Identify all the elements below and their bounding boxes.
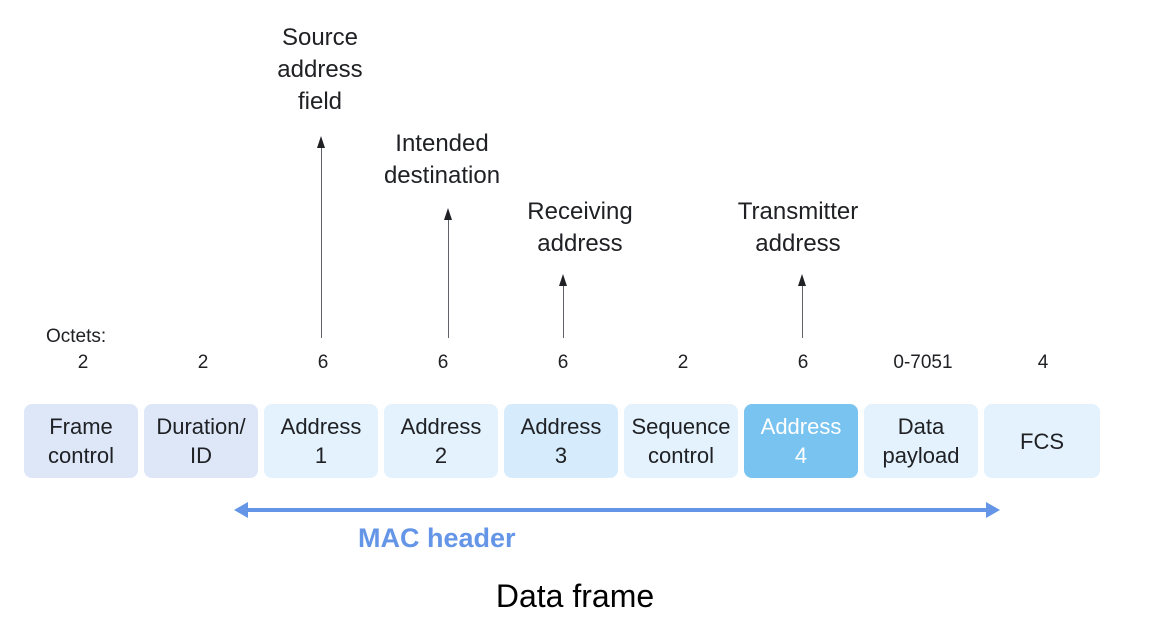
field-duration-id: Duration/ ID <box>144 404 258 478</box>
octet-count: 6 <box>557 352 569 373</box>
octet-count: 2 <box>197 352 209 373</box>
annotation-intended-destination: Intended destination <box>383 130 501 189</box>
arrow-receiving-address <box>563 284 564 338</box>
octet-count: 2 <box>677 352 689 373</box>
octet-count: 2 <box>77 352 89 373</box>
octet-count: 0-7051 <box>893 352 953 373</box>
arrow-head-icon <box>444 208 452 220</box>
annotation-transmitter-address: Transmitter address <box>737 198 859 257</box>
field-sequence-control: Sequence control <box>624 404 738 478</box>
field-data-payload: Data payload <box>864 404 978 478</box>
field-address-4-highlighted: Address 4 <box>744 404 858 478</box>
arrow-source-address <box>321 146 322 338</box>
arrow-transmitter-address <box>802 284 803 338</box>
field-address-3: Address 3 <box>504 404 618 478</box>
field-frame-control: Frame control <box>24 404 138 478</box>
arrow-right-icon <box>986 502 1000 518</box>
diagram-title: Data frame <box>495 578 655 614</box>
arrow-head-icon <box>317 136 325 148</box>
octet-count: 6 <box>437 352 449 373</box>
octet-count: 4 <box>1037 352 1049 373</box>
field-address-2: Address 2 <box>384 404 498 478</box>
annotation-source-address: Source address field <box>277 24 363 115</box>
octet-count: 6 <box>317 352 329 373</box>
field-fcs: FCS <box>984 404 1100 478</box>
mac-header-label: MAC header <box>358 523 516 553</box>
mac-header-double-arrow <box>234 502 1000 518</box>
octet-count: 6 <box>797 352 809 373</box>
annotation-receiving-address: Receiving address <box>527 198 633 257</box>
arrow-head-icon <box>798 274 806 286</box>
arrow-intended-destination <box>448 218 449 338</box>
field-address-1: Address 1 <box>264 404 378 478</box>
arrow-left-icon <box>234 502 248 518</box>
arrow-head-icon <box>559 274 567 286</box>
octets-label: Octets: <box>46 326 107 347</box>
